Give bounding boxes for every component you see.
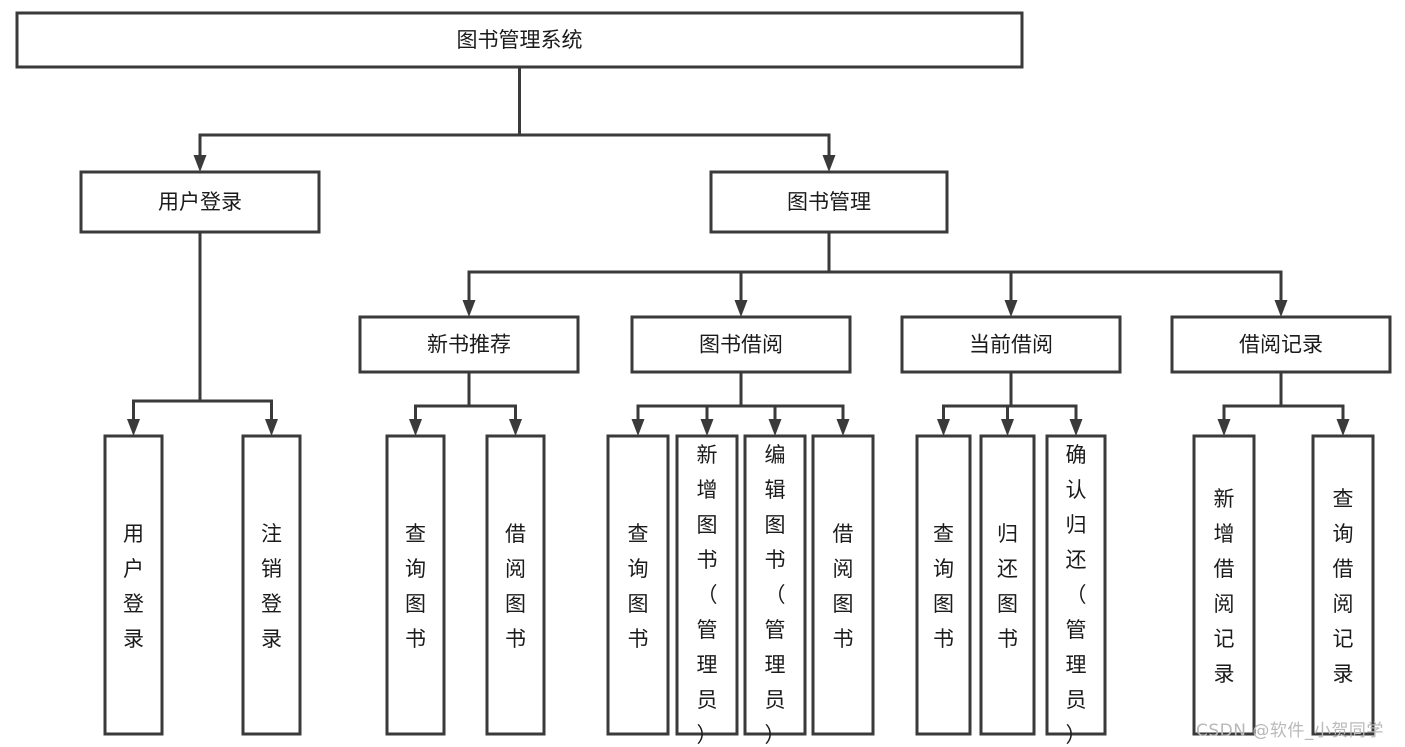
node-label-root: 图书管理系统 <box>457 28 583 52</box>
node-box-leaf-return-book <box>979 434 1036 736</box>
connections-layer <box>127 65 1350 436</box>
node-leaf-logout[interactable]: 注销登录 <box>241 434 302 736</box>
node-label-leaf-confirm-return: 确认归还（管理员） <box>1066 443 1087 747</box>
node-newbook[interactable]: 新书推荐 <box>358 315 580 374</box>
node-label-leaf-borrow-book-2: 借阅图书 <box>833 522 854 651</box>
node-box-leaf-edit-book <box>743 434 807 736</box>
node-leaf-edit-book[interactable]: 编辑图书（管理员） <box>743 434 807 747</box>
node-label-leaf-return-book: 归还图书 <box>997 522 1018 651</box>
node-label-leaf-edit-book: 编辑图书（管理员） <box>765 443 786 747</box>
node-borrow[interactable]: 图书借阅 <box>630 315 852 374</box>
node-leaf-query-record[interactable]: 查询借阅记录 <box>1311 434 1375 736</box>
node-box-login <box>79 170 321 234</box>
node-records[interactable]: 借阅记录 <box>1170 315 1392 374</box>
node-label-leaf-logout: 注销登录 <box>261 522 282 651</box>
node-leaf-query-book-1[interactable]: 查询图书 <box>385 434 446 736</box>
node-label-leaf-query-record: 查询借阅记录 <box>1333 487 1354 686</box>
node-leaf-add-record[interactable]: 新增借阅记录 <box>1192 434 1256 736</box>
node-box-newbook <box>358 315 580 374</box>
node-login[interactable]: 用户登录 <box>79 170 321 234</box>
node-leaf-return-book[interactable]: 归还图书 <box>979 434 1036 736</box>
node-label-leaf-query-book-1: 查询图书 <box>405 522 426 651</box>
node-label-leaf-borrow-book-1: 借阅图书 <box>505 522 526 651</box>
node-current[interactable]: 当前借阅 <box>900 315 1122 374</box>
node-leaf-user-login[interactable]: 用户登录 <box>103 434 164 736</box>
node-box-leaf-query-record <box>1311 434 1375 736</box>
node-box-leaf-logout <box>241 434 302 736</box>
node-root[interactable]: 图书管理系统 <box>15 11 1024 69</box>
node-box-leaf-query-book-2 <box>606 434 670 736</box>
node-box-borrow <box>630 315 852 374</box>
node-label-borrow: 图书借阅 <box>699 333 783 357</box>
node-box-root <box>15 11 1024 69</box>
node-label-leaf-query-book-3: 查询图书 <box>933 522 954 651</box>
node-label-leaf-user-login: 用户登录 <box>123 522 144 651</box>
node-leaf-confirm-return[interactable]: 确认归还（管理员） <box>1045 434 1107 747</box>
node-box-leaf-borrow-book-1 <box>485 434 546 736</box>
node-label-leaf-add-book: 新增图书（管理员） <box>697 443 718 747</box>
node-leaf-borrow-book-2[interactable]: 借阅图书 <box>811 434 875 736</box>
node-label-bookmgmt: 图书管理 <box>787 190 871 214</box>
node-box-leaf-add-record <box>1192 434 1256 736</box>
node-box-leaf-confirm-return <box>1045 434 1107 736</box>
node-box-leaf-query-book-3 <box>915 434 972 736</box>
node-bookmgmt[interactable]: 图书管理 <box>709 170 949 234</box>
node-box-leaf-user-login <box>103 434 164 736</box>
nodes-layer: 图书管理系统用户登录图书管理新书推荐图书借阅当前借阅借阅记录用户登录注销登录查询… <box>15 11 1392 747</box>
csdn-watermark: CSDN @软件_小贺同学 <box>1196 721 1384 741</box>
node-box-leaf-borrow-book-2 <box>811 434 875 736</box>
node-label-leaf-add-record: 新增借阅记录 <box>1214 487 1235 686</box>
node-box-leaf-add-book <box>675 434 739 736</box>
node-leaf-borrow-book-1[interactable]: 借阅图书 <box>485 434 546 736</box>
node-leaf-query-book-3[interactable]: 查询图书 <box>915 434 972 736</box>
node-leaf-add-book[interactable]: 新增图书（管理员） <box>675 434 739 747</box>
node-label-current: 当前借阅 <box>969 333 1053 357</box>
node-label-leaf-query-book-2: 查询图书 <box>628 522 649 651</box>
node-box-bookmgmt <box>709 170 949 234</box>
node-box-leaf-query-book-1 <box>385 434 446 736</box>
node-label-newbook: 新书推荐 <box>427 333 511 357</box>
node-label-records: 借阅记录 <box>1239 333 1323 357</box>
node-box-records <box>1170 315 1392 374</box>
node-label-login: 用户登录 <box>158 190 242 214</box>
node-box-current <box>900 315 1122 374</box>
node-leaf-query-book-2[interactable]: 查询图书 <box>606 434 670 736</box>
